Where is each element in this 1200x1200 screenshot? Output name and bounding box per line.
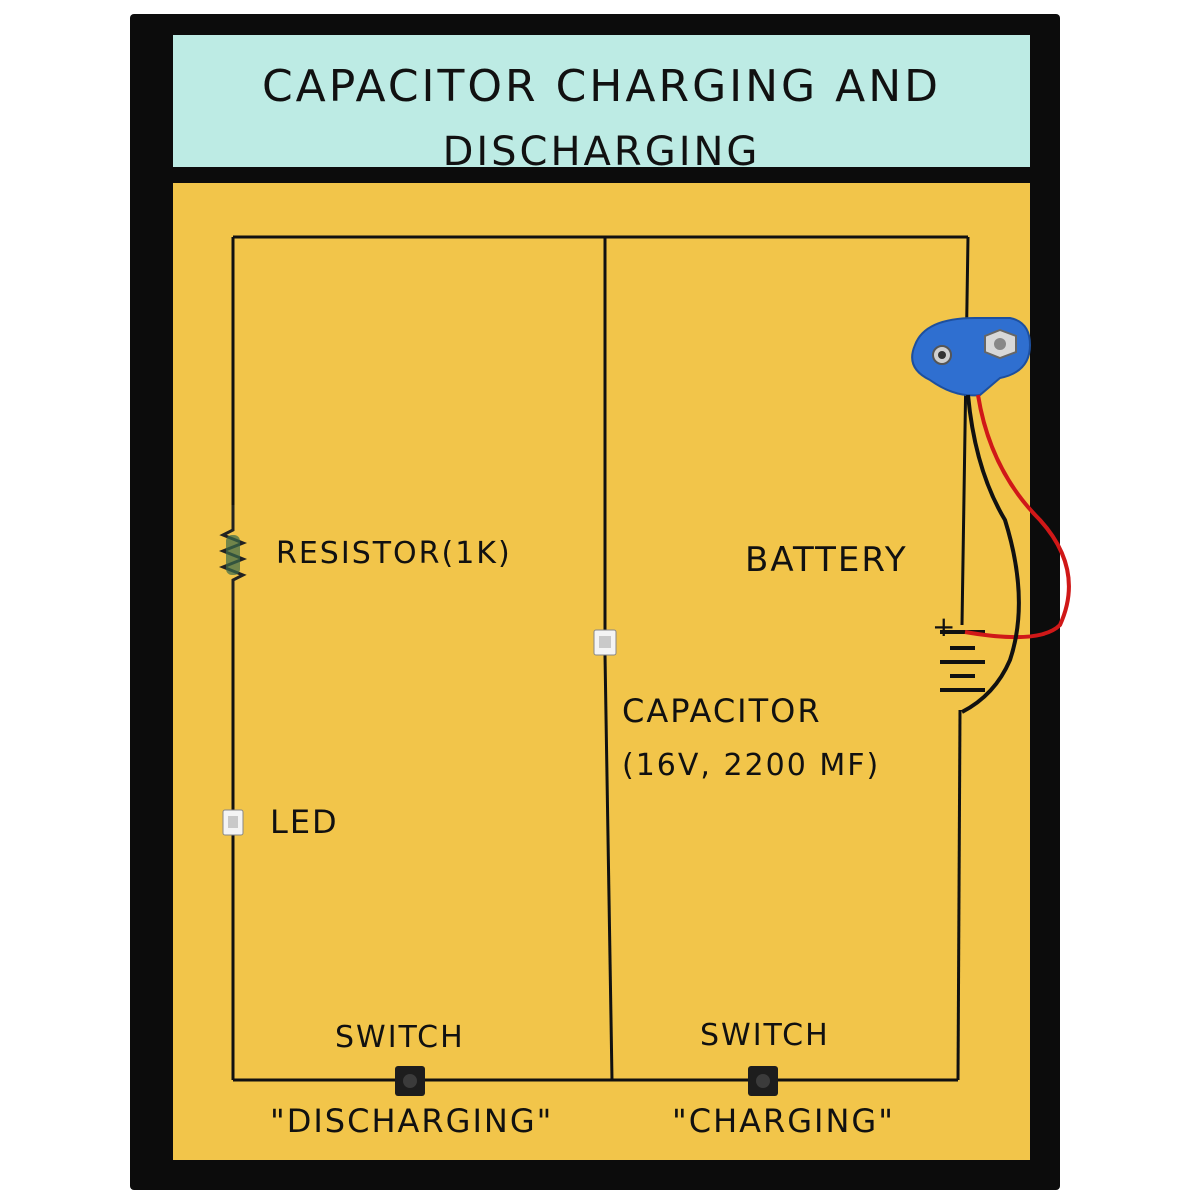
led-component [222,809,244,836]
title-line-1: Capacitor Charging And [261,61,942,112]
middle-wire-lower [603,654,614,1081]
switch-left-label: Switch [335,1020,465,1055]
switch-charging [748,1066,778,1096]
right-wire-upper [960,236,970,626]
black-lead-wire [961,394,1021,714]
battery-clip-icon [911,317,1032,397]
capacitor-component [593,629,617,656]
led-label: LED [270,803,339,841]
battery-symbol [940,630,985,692]
battery-label: Battery [745,540,908,580]
switch-discharging [395,1066,425,1096]
resistor-component [218,505,248,610]
switch-right-label: Switch [700,1018,830,1053]
discharging-label: "Discharging" [270,1102,554,1140]
title-line-2: Discharging [442,129,761,175]
yellow-paper [173,183,1030,1160]
charging-label: "Charging" [672,1102,895,1140]
right-wire-lower [956,709,962,1081]
capacitor-label-line-1: Capacitor [622,692,822,730]
red-wire [964,394,1071,640]
battery-plus-sign: + [932,610,956,643]
capacitor-label-line-2: (16V, 2200 µF) [622,748,881,783]
title-strip: Capacitor Charging And Discharging [173,35,1030,175]
resistor-label: Resistor(1k) [276,536,512,571]
